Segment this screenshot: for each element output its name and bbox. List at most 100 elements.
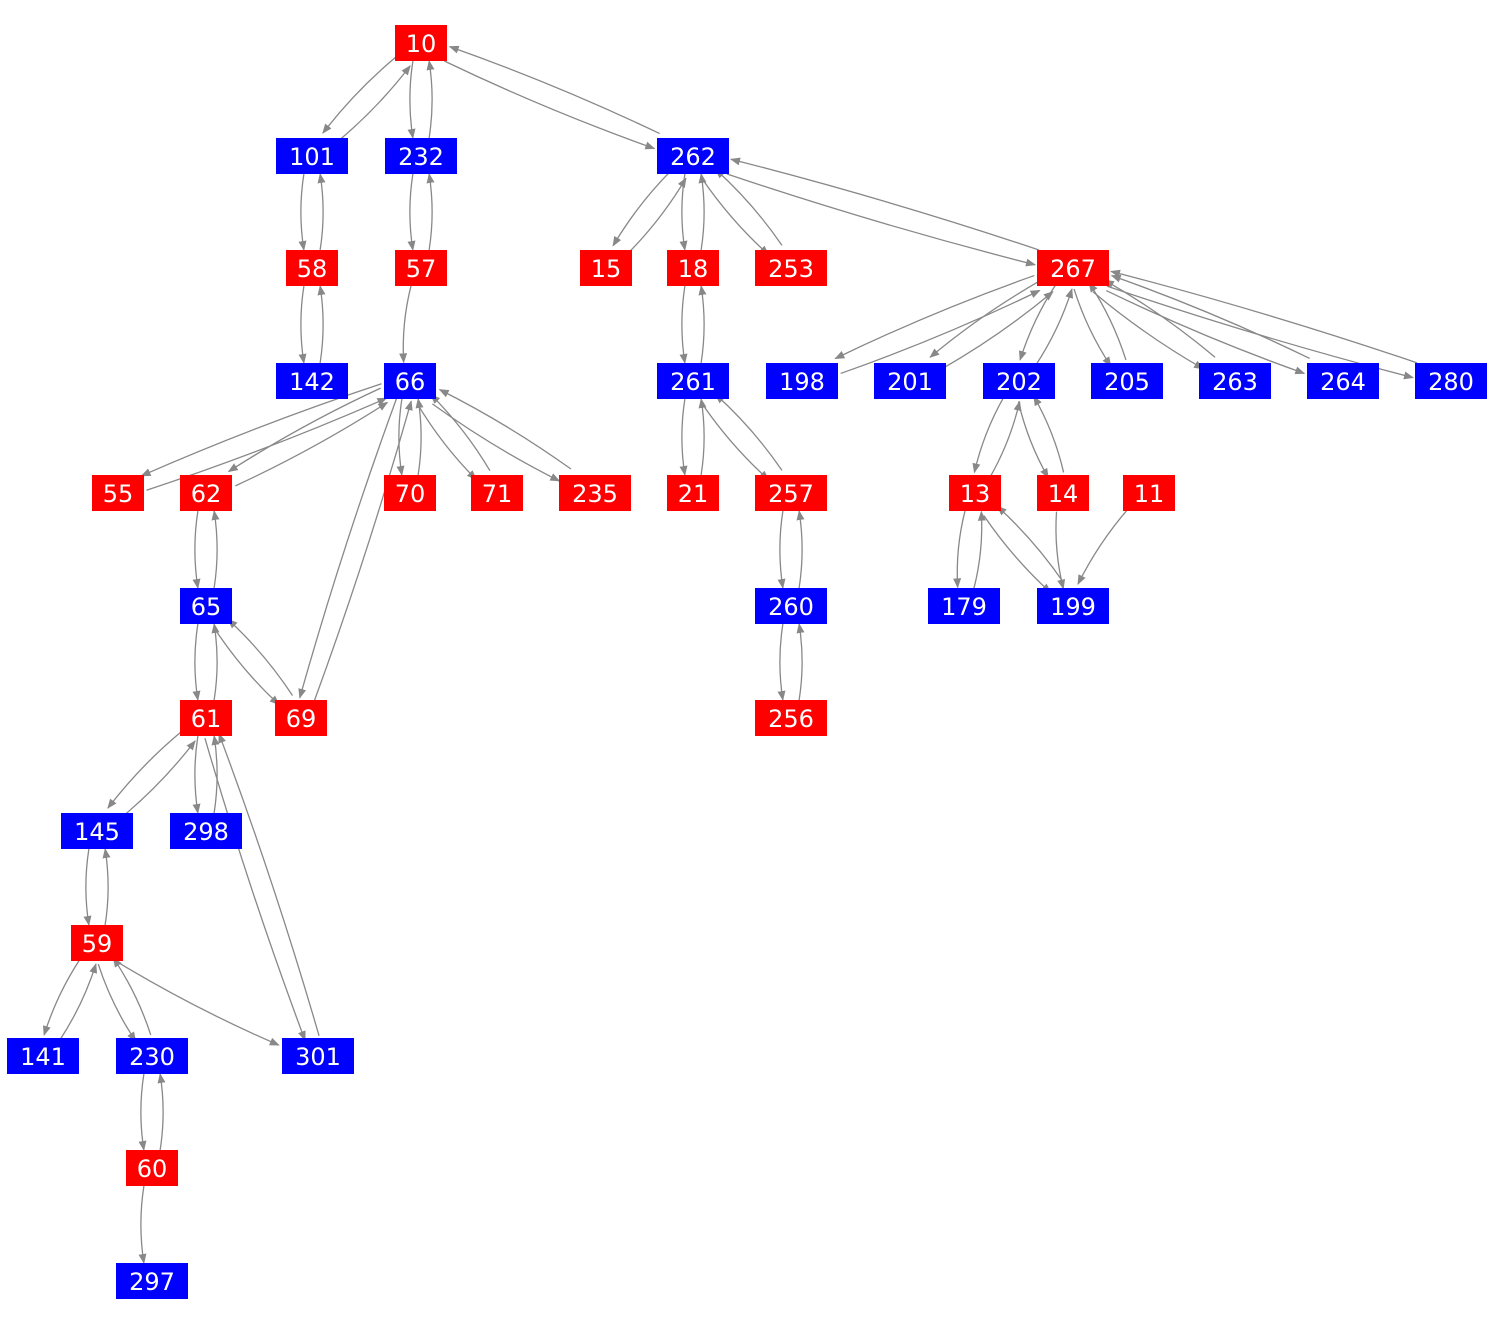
node-label: 297: [129, 1268, 175, 1296]
edge-205-to-267: [1088, 282, 1127, 361]
edge-69-to-66: [313, 400, 413, 703]
edge-199-to-13: [996, 505, 1065, 584]
node-297: 297: [116, 1263, 188, 1299]
edge-101-to-10: [335, 65, 411, 144]
node-label: 257: [768, 480, 814, 508]
edge-141-to-59: [58, 963, 98, 1042]
node-label: 145: [74, 818, 120, 846]
edge-69-to-65: [227, 618, 294, 696]
node-box: [1307, 363, 1379, 399]
node-box: [1199, 363, 1271, 399]
edge-260-to-257: [796, 510, 805, 589]
node-58: 58: [286, 250, 338, 286]
edge-59-to-230: [97, 963, 137, 1042]
edge-257-to-261: [714, 393, 783, 471]
node-262: 262: [657, 138, 729, 174]
node-box: [180, 588, 232, 624]
node-box: [755, 700, 827, 736]
node-label: 55: [103, 480, 134, 508]
edge-60-to-230: [157, 1073, 166, 1151]
node-box: [92, 475, 144, 511]
node-label: 264: [1320, 368, 1366, 396]
node-142: 142: [276, 363, 348, 399]
node-label: 198: [779, 368, 825, 396]
edge-58-to-142: [298, 285, 307, 364]
edge-235-to-66: [438, 389, 572, 470]
edge-232-to-10: [426, 60, 435, 139]
node-230: 230: [116, 1038, 188, 1074]
edge-13-to-202: [989, 400, 1022, 478]
edge-201-to-267: [941, 291, 1054, 370]
node-box: [170, 813, 242, 849]
node-267: 267: [1037, 250, 1109, 286]
edge-62-to-66: [235, 401, 389, 487]
node-label: 262: [670, 143, 716, 171]
edge-101-to-58: [298, 173, 307, 251]
edge-66-to-69: [298, 396, 398, 699]
node-box: [180, 475, 232, 511]
node-box: [282, 1038, 354, 1074]
node-235: 235: [559, 475, 631, 511]
node-label: 235: [572, 480, 618, 508]
node-264: 264: [1307, 363, 1379, 399]
edge-14-to-202: [1033, 395, 1065, 473]
node-57: 57: [395, 250, 447, 286]
edge-267-to-262: [730, 157, 1040, 251]
node-label: 142: [289, 368, 335, 396]
edge-71-to-66: [430, 393, 491, 472]
edge-21-to-261: [698, 398, 707, 476]
edge-202-to-267: [1034, 288, 1074, 367]
node-232: 232: [385, 138, 457, 174]
node-box: [1091, 363, 1163, 399]
node-box: [385, 138, 457, 174]
node-box: [667, 475, 719, 511]
node-box: [755, 588, 827, 624]
node-label: 65: [191, 593, 222, 621]
node-179: 179: [928, 588, 1000, 624]
edge-261-to-18: [698, 285, 707, 364]
node-201: 201: [874, 363, 946, 399]
node-box: [766, 363, 838, 399]
node-box: [667, 250, 719, 286]
node-box: [949, 475, 1001, 511]
node-label: 10: [406, 30, 437, 58]
edge-65-to-61: [192, 623, 201, 701]
node-70: 70: [384, 475, 436, 511]
node-box: [755, 250, 827, 286]
node-label: 101: [289, 143, 335, 171]
node-box: [928, 588, 1000, 624]
edge-264-to-267: [1110, 274, 1310, 360]
node-205: 205: [1091, 363, 1163, 399]
edge-257-to-260: [777, 510, 786, 589]
node-box: [180, 700, 232, 736]
edge-57-to-66: [399, 285, 412, 364]
edge-66-to-235: [431, 403, 561, 482]
edge-202-to-14: [1017, 401, 1049, 479]
edge-62-to-65: [192, 510, 201, 589]
node-box: [983, 363, 1055, 399]
node-label: 141: [20, 1043, 66, 1071]
node-253: 253: [755, 250, 827, 286]
node-label: 199: [1050, 593, 1096, 621]
edge-262-to-267: [726, 173, 1036, 267]
edge-253-to-262: [714, 168, 783, 246]
node-256: 256: [755, 700, 827, 736]
edge-262-to-10: [448, 45, 660, 135]
node-label: 15: [591, 255, 622, 283]
node-59: 59: [71, 925, 123, 961]
node-199: 199: [1037, 588, 1109, 624]
node-61: 61: [180, 700, 232, 736]
edge-14-to-199: [1055, 511, 1066, 590]
node-box: [61, 813, 133, 849]
node-257: 257: [755, 475, 827, 511]
node-label: 66: [395, 368, 426, 396]
edge-262-to-253: [701, 178, 770, 256]
node-label: 280: [1428, 368, 1474, 396]
edge-58-to-101: [317, 173, 326, 251]
edge-142-to-58: [317, 285, 326, 364]
node-18: 18: [667, 250, 719, 286]
edge-202-to-13: [972, 396, 1005, 474]
node-box: [276, 138, 348, 174]
edge-11-to-199: [1077, 506, 1131, 585]
